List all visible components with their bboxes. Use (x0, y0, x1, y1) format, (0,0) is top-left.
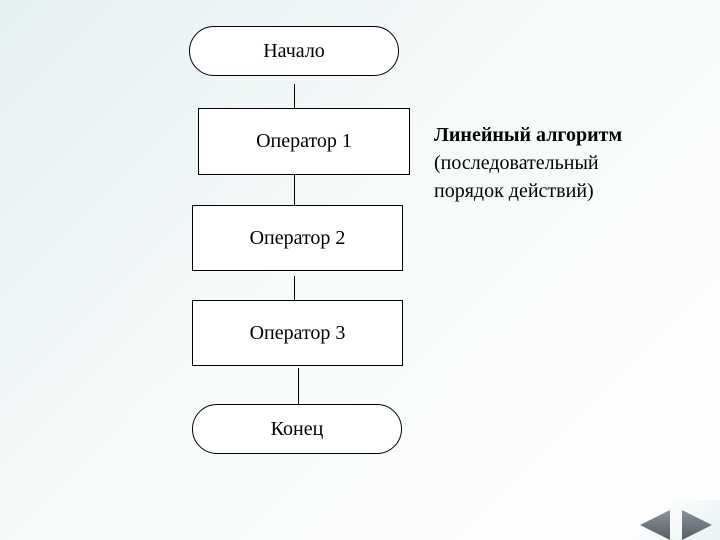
end-terminal: Конец (192, 404, 402, 454)
caption-line: порядок действий) (434, 180, 594, 202)
operator-2-label: Оператор 2 (249, 226, 346, 249)
operator-1-label: Оператор 1 (256, 130, 352, 152)
operator-1-box: Оператор 1 (198, 108, 410, 175)
algorithm-caption: Линейный алгоритм (последовательный поря… (434, 121, 704, 205)
operator-3-label: Оператор 3 (249, 321, 346, 344)
connector-line (294, 175, 295, 205)
connector-line (294, 84, 295, 108)
caption-line: (последовательный (434, 152, 599, 174)
caption-title: Линейный алгоритм (434, 124, 623, 146)
start-label: Начало (263, 39, 325, 62)
end-label: Конец (270, 417, 324, 440)
operator-3-box: Оператор 3 (192, 300, 403, 366)
connector-line (298, 368, 299, 404)
connector-line (294, 276, 295, 300)
start-terminal: Начало (189, 26, 399, 76)
corner-decoration (620, 500, 720, 540)
operator-2-box: Оператор 2 (192, 205, 403, 271)
